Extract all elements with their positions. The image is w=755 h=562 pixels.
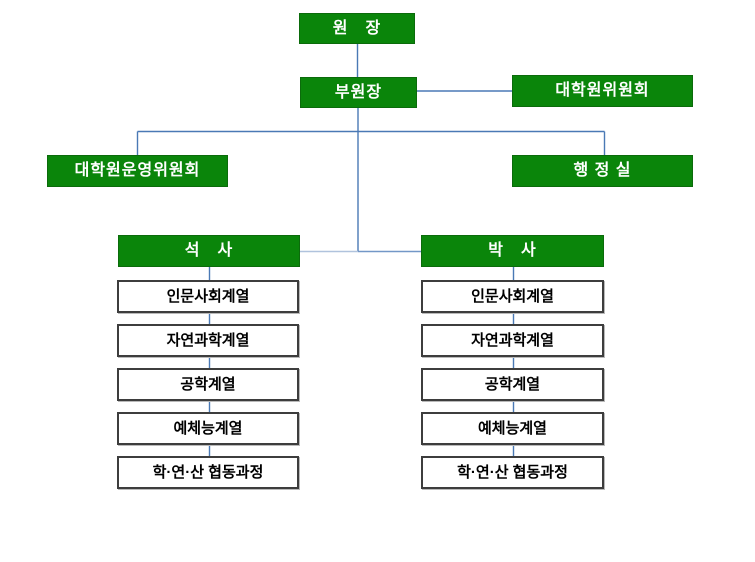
node-director: 원 장 — [299, 13, 415, 44]
node-admin-office: 행 정 실 — [512, 155, 693, 187]
doctoral-dept-humanities-social: 인문사회계열 — [421, 280, 604, 313]
masters-dept-natural-sciences: 자연과학계열 — [117, 324, 299, 357]
doctoral-dept-arts-sports: 예체능계열 — [421, 412, 604, 445]
doctoral-dept-engineering: 공학계열 — [421, 368, 604, 401]
node-doctoral: 박 사 — [421, 235, 604, 267]
doctoral-dept-cooperative-program: 학·연·산 협동과정 — [421, 456, 604, 489]
node-vice-director: 부원장 — [300, 77, 417, 108]
masters-dept-humanities-social: 인문사회계열 — [117, 280, 299, 313]
masters-dept-engineering: 공학계열 — [117, 368, 299, 401]
masters-dept-arts-sports: 예체능계열 — [117, 412, 299, 445]
node-operations-committee: 대학원운영위원회 — [47, 155, 228, 187]
masters-dept-cooperative-program: 학·연·산 협동과정 — [117, 456, 299, 489]
doctoral-dept-natural-sciences: 자연과학계열 — [421, 324, 604, 357]
node-masters: 석 사 — [118, 235, 300, 267]
node-graduate-committee: 대학원위원회 — [512, 75, 693, 107]
